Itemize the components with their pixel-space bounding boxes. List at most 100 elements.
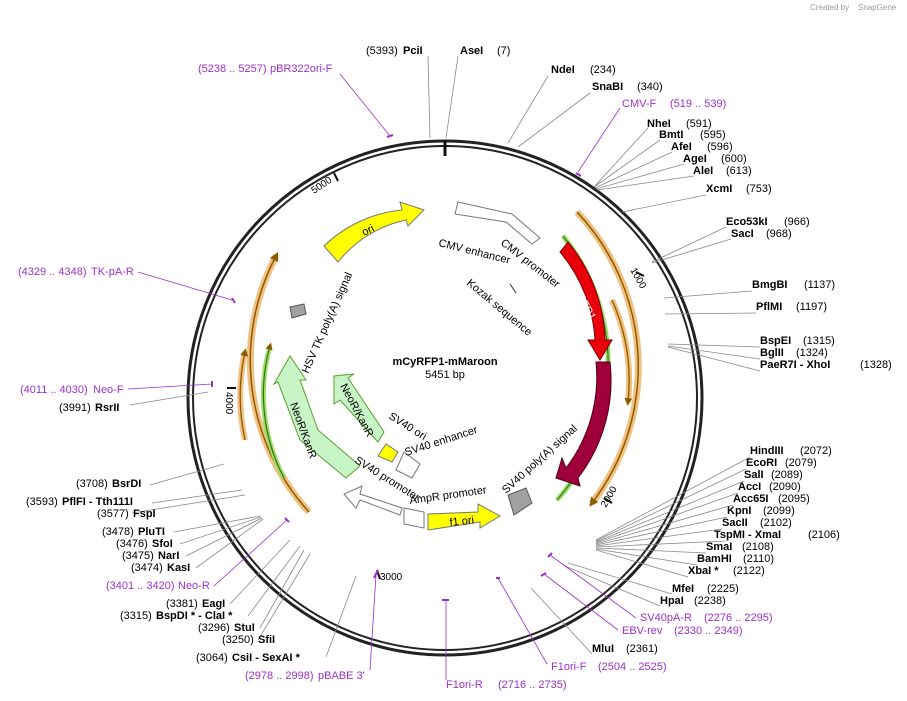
enzyme-bmgbi[interactable]: BmgBI (752, 279, 787, 291)
mmaroon1-arrow (555, 361, 612, 487)
enzyme-alei-pos: (613) (726, 165, 752, 177)
enzyme-eagi[interactable]: EagI (202, 598, 225, 610)
enzyme-eco53ki[interactable]: Eco53kI (726, 216, 768, 228)
enzyme-hpai[interactable]: HpaI (660, 595, 684, 607)
primer-mark-tkpa (231, 297, 236, 304)
primer-pbr322-range: (5238 .. 5257) (198, 63, 267, 75)
enzyme-pluti[interactable]: PluTI (138, 526, 165, 538)
enzyme-acci[interactable]: AccI (738, 481, 761, 493)
enzyme-bsrdi[interactable]: BsrDI (112, 478, 141, 490)
primer-pbr322[interactable]: pBR322ori-F (270, 63, 333, 75)
enzyme-nhei[interactable]: NheI (647, 118, 671, 130)
enzyme-bmti[interactable]: BmtI (659, 129, 683, 141)
primer-sv40pa[interactable]: SV40pA-R (640, 612, 692, 624)
primer-neor[interactable]: Neo-R (178, 580, 210, 592)
enzyme-eagi-pos: (3381) (166, 598, 198, 610)
enzyme-xbai[interactable]: XbaI * (688, 565, 719, 577)
enzyme-pcii[interactable]: PciI (403, 45, 423, 57)
plasmid-length: 5451 bp (425, 369, 465, 381)
enzyme-nari[interactable]: NarI (158, 550, 179, 562)
label-hsv-tk: HSV TK poly(A) signal (300, 271, 355, 376)
enzyme-kpni[interactable]: KpnI (727, 505, 751, 517)
enzyme-paer7i-xhoi[interactable]: PaeR7I - XhoI (760, 359, 830, 371)
enzyme-pflmi-pos: (1197) (796, 301, 827, 313)
enzyme-ecori[interactable]: EcoRI (746, 457, 777, 469)
primer-f1orif[interactable]: F1ori-F (551, 661, 587, 673)
enzyme-xbai-pos: (2122) (733, 565, 765, 577)
enzyme-pflfi-tth111i[interactable]: PflFI - Tth111I (62, 496, 133, 508)
enzyme-kasi[interactable]: KasI (167, 562, 190, 574)
enzyme-afei[interactable]: AfeI (671, 141, 692, 153)
enzyme-bglii-pos: (1324) (796, 347, 828, 359)
enzyme-agei[interactable]: AgeI (683, 153, 707, 165)
enzyme-ndei[interactable]: NdeI (551, 64, 575, 76)
enzyme-afei-pos: (596) (707, 141, 733, 153)
enzyme-mlui-pos: (2361) (626, 643, 658, 655)
orf-green-left-line (262, 342, 285, 479)
enzyme-pcii-pos: (5393) (366, 45, 398, 57)
mcyrfp1-arrow (559, 241, 613, 361)
primer-mark-pbabe (373, 569, 379, 579)
enzyme-stui[interactable]: StuI (234, 622, 255, 634)
enzyme-sfii[interactable]: SfiI (258, 634, 275, 646)
enzyme-bmgbi-pos: (1137) (804, 279, 835, 291)
primer-f1orif-range: (2504 .. 2525) (598, 661, 667, 673)
enzyme-bspei[interactable]: BspEI (760, 335, 791, 347)
enzyme-xcmi-pos: (753) (746, 183, 772, 195)
enzyme-pflfi-pos: (3593) (26, 496, 58, 508)
label-sv40-ori: SV40 ori (386, 410, 428, 443)
enzyme-sfoi-pos: (3476) (116, 538, 148, 550)
orf-mid-left-line (239, 348, 248, 441)
enzyme-mfei[interactable]: MfeI (672, 583, 694, 595)
enzyme-sacii[interactable]: SacII (722, 517, 748, 529)
tick-mark-5000 (333, 172, 339, 182)
label-ampr-promoter: AmpR promoter (409, 484, 488, 507)
enzyme-saci[interactable]: SacI (731, 228, 754, 240)
enzyme-bspdi-clai[interactable]: BspDI * - ClaI * (156, 610, 233, 622)
plasmid-name: mCyRFP1-mMaroon (392, 356, 497, 368)
primer-pbabe[interactable]: pBABE 3' (318, 670, 365, 682)
enzyme-acc65i[interactable]: Acc65I (733, 493, 768, 505)
primer-f1orir[interactable]: F1ori-R (446, 679, 483, 691)
enzyme-smai[interactable]: SmaI (706, 541, 732, 553)
primer-neof[interactable]: Neo-F (93, 384, 124, 396)
primer-ebv[interactable]: EBV-rev (622, 625, 663, 637)
enzyme-rsrii-pos: (3991) (59, 402, 91, 414)
enzyme-pflmi[interactable]: PflMI (756, 301, 782, 313)
enzyme-sali[interactable]: SalI (744, 469, 764, 481)
primer-neor-range: (3401 .. 3420) (106, 580, 175, 592)
enzyme-xcmi[interactable]: XcmI (706, 183, 732, 195)
enzyme-bamhi[interactable]: BamHI (697, 553, 732, 565)
enzyme-hindiii-pos: (2072) (800, 445, 832, 457)
enzyme-asei-pos: (7) (497, 45, 510, 57)
enzyme-bspdi-pos: (3315) (120, 610, 152, 622)
primer-neof-range: (4011 .. 4030) (20, 384, 88, 396)
enzyme-fspi[interactable]: FspI (133, 508, 156, 520)
credit-prefix: Created by (810, 3, 849, 12)
enzyme-alei[interactable]: AleI (693, 165, 713, 177)
enzyme-hindiii[interactable]: HindIII (750, 445, 784, 457)
enzyme-labels-right: NdeI (234) SnaBI (340) NheI (591) BmtI (… (551, 64, 892, 655)
primer-tkpa[interactable]: TK-pA-R (91, 266, 134, 278)
leaders-right (507, 75, 761, 655)
enzyme-snabi-pos: (340) (637, 81, 663, 93)
primer-ebv-range: (2330 .. 2349) (674, 625, 743, 637)
enzyme-acc65i-pos: (2095) (778, 493, 810, 505)
neor-outer-arrow (272, 355, 361, 479)
enzyme-csii-sexai[interactable]: CsiI - SexAI * (232, 652, 301, 664)
enzyme-mlui[interactable]: MluI (592, 643, 614, 655)
primer-cmvf[interactable]: CMV-F (622, 98, 657, 110)
enzyme-snabi[interactable]: SnaBI (592, 81, 623, 93)
enzyme-tspmi-xmai[interactable]: TspMI - XmaI (714, 529, 781, 541)
enzyme-ecori-pos: (2079) (785, 457, 817, 469)
ori-arrow (323, 201, 425, 263)
label-cmv-enhancer: CMV enhancer (437, 237, 511, 266)
enzyme-bglii[interactable]: BglII (760, 347, 784, 359)
enzyme-sfoi[interactable]: SfoI (152, 538, 173, 550)
enzyme-rsrii[interactable]: RsrII (95, 402, 119, 414)
orf-mid-right-line (611, 299, 633, 406)
enzyme-asei[interactable]: AseI (460, 45, 483, 57)
enzyme-csii-pos: (3064) (196, 652, 228, 664)
hsv-tk-box (289, 303, 307, 319)
